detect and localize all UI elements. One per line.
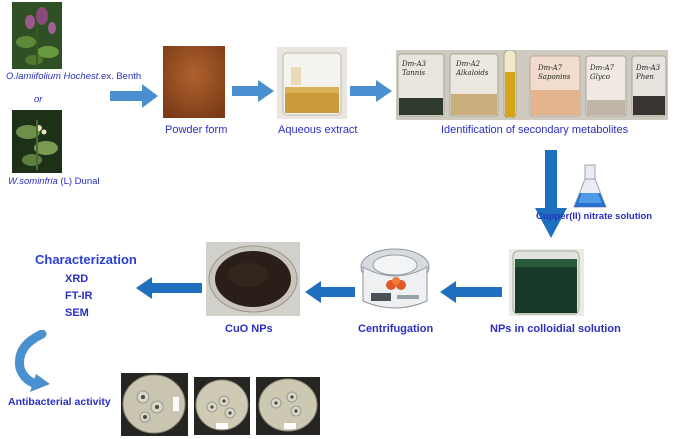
characterization-item-xrd: XRD [65, 273, 89, 285]
plant2-name: W.sominfria [8, 176, 58, 187]
arrow-right-icon [232, 80, 274, 102]
plant1-name: O.lamiifolium Hochest [6, 71, 99, 82]
jar2-line2: Alkaloids [456, 69, 489, 77]
jar1-line1: Dm-A3 [402, 60, 427, 68]
characterization-title: Characterization [35, 252, 137, 267]
plant-photo-2 [12, 110, 62, 173]
jar4-line2: Glyco [590, 73, 610, 81]
colloidal-label: NPs in colloidial solution [490, 323, 621, 335]
jar3-label: Dm-A7 Saponins [538, 64, 571, 82]
plant2-suffix: (L) Dunal [57, 176, 100, 187]
arrow-right-icon [110, 84, 158, 108]
secondary-label: Identification of secondary metabolites [441, 124, 629, 136]
jar5-line1: Dm-A3 [636, 64, 661, 72]
jar5-line2: Phen [636, 73, 654, 81]
jar1-line2: Tannis [402, 69, 426, 77]
powder-photo-icon [163, 46, 225, 118]
plant-photo-1 [12, 2, 62, 69]
cuo-label: CuO NPs [225, 323, 273, 335]
reagent-label: Cupper(II) nitrate solution [536, 211, 653, 222]
plant1-suffix: .ex. Benth [98, 71, 142, 82]
arrow-left-icon [440, 281, 502, 303]
petri-dish-icon [194, 377, 250, 435]
arrow-left-icon [136, 277, 202, 299]
centrifuge-icon [360, 248, 430, 309]
jar3-line2: Saponins [538, 73, 571, 81]
aqueous-label: Aqueous extract [278, 124, 358, 136]
arrow-left-icon [305, 281, 355, 303]
antibacterial-label: Antibacterial activity [8, 396, 111, 408]
arrow-right-icon [350, 80, 392, 102]
colloidal-beaker-photo [509, 249, 584, 316]
jar4-line1: Dm-A7 [590, 64, 615, 72]
or-label: or [34, 94, 43, 105]
petri-dish-icon [256, 377, 320, 435]
characterization-item-sem: SEM [65, 307, 89, 319]
plant2-label: W.sominfria (L) Dunal [8, 176, 100, 187]
cuo-dish-photo [206, 242, 300, 316]
characterization-item-ftir: FT-IR [65, 290, 93, 302]
arrow-down-icon [535, 150, 567, 238]
jar4-label: Dm-A7 Glyco [590, 64, 614, 82]
petri-dish-icon [121, 373, 188, 436]
metabolite-jars-photo: Dm-A3 Tannis Dm-A2 Alkaloids Dm-A7 Sapon… [396, 50, 668, 120]
powder-label: Powder form [165, 124, 228, 136]
curved-arrow-icon [14, 330, 50, 392]
jar2-label: Dm-A2 Alkaloids [456, 60, 488, 78]
centrifugation-label: Centrifugation [358, 323, 434, 335]
flask-icon [573, 164, 607, 208]
plant1-label: O.lamiifolium Hochest.ex. Benth [6, 71, 141, 82]
jar3-line1: Dm-A7 [538, 64, 563, 72]
jar1-label: Dm-A3 Tannis [402, 60, 426, 78]
jar5-label: Dm-A3 Phen [636, 64, 660, 82]
beaker-photo-icon [277, 47, 347, 119]
jar2-line1: Dm-A2 [456, 60, 481, 68]
